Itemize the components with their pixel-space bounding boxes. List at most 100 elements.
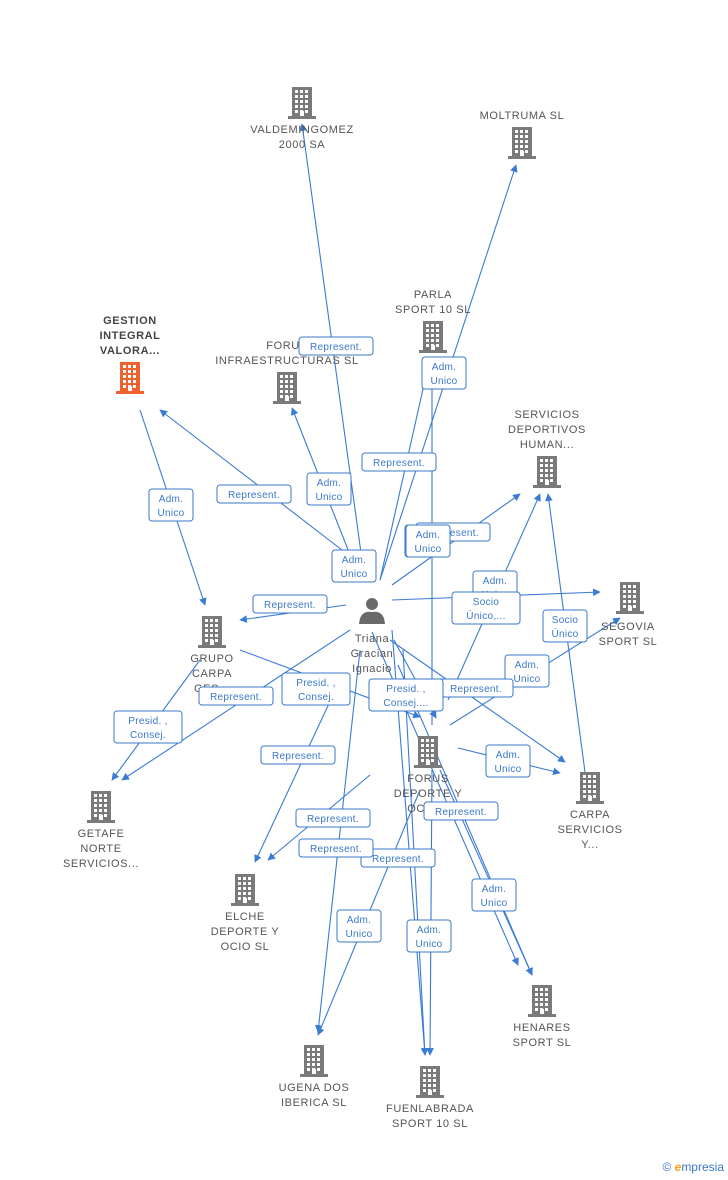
relation-label[interactable]: Represent.: [438, 678, 514, 698]
relation-label-line: Unico: [494, 764, 521, 775]
person-label-line: Gracian: [351, 648, 394, 660]
relation-label-line: Represent.: [450, 684, 502, 695]
relation-label[interactable]: Adm. Unico: [406, 919, 452, 953]
relation-label-line: Consej.: [130, 730, 166, 741]
relation-label[interactable]: Represent.: [260, 745, 336, 765]
company-node-grupo-carpa[interactable]: GRUPOCARPAGES...: [190, 616, 233, 695]
company-node-carpa-servicios[interactable]: CARPASERVICIOSY...: [557, 772, 622, 851]
building-icon: [87, 791, 115, 823]
relation-label[interactable]: Adm.Unico: [336, 909, 382, 943]
company-label-line: IBERICA SL: [281, 1097, 347, 1109]
relation-label-line: Único: [551, 627, 578, 640]
company-label-line: MOLTRUMA SL: [480, 110, 565, 122]
relation-label-line: Adm.: [432, 362, 457, 373]
company-label-line: HUMAN...: [520, 439, 574, 451]
relation-label[interactable]: Represent.: [298, 336, 374, 356]
company-label-line: UGENA DOS: [279, 1082, 350, 1094]
relation-label-line: Presid. ,: [128, 716, 167, 727]
company-label-line: VALDEMINGOMEZ: [250, 124, 354, 136]
relation-label-line: Represent.: [427, 528, 479, 539]
company-label-line: FUENLABRADA: [386, 1103, 474, 1115]
building-icon: [414, 736, 442, 768]
company-label-line: SEGOVIA: [601, 621, 655, 633]
relation-label-line: Unico: [340, 569, 367, 580]
relation-label-line: Adm.: [483, 576, 508, 587]
relation-label[interactable]: Adm. Unico: [331, 549, 377, 583]
relation-label-line: Adm.: [482, 884, 507, 895]
relation-label[interactable]: Represent.: [360, 848, 436, 868]
relation-label[interactable]: Represent.: [216, 484, 292, 504]
relation-label[interactable]: Adm.Unico: [148, 488, 194, 522]
relation-label-line: Adm.: [416, 530, 441, 541]
company-label-line: PARLA: [414, 289, 452, 301]
company-node-gestion[interactable]: GESTIONINTEGRALVALORA...: [99, 315, 160, 394]
building-icon: [616, 582, 644, 614]
company-node-fuenlabrada[interactable]: FUENLABRADA SPORT 10 SL: [386, 1066, 474, 1130]
company-label-line: SPORT 10 SL: [395, 304, 471, 316]
relation-label-line: Unico: [480, 898, 507, 909]
company-label-line: FORUS: [407, 773, 449, 785]
company-node-moltruma[interactable]: MOLTRUMA SL: [480, 110, 565, 159]
relation-label[interactable]: Adm.Unico: [421, 356, 467, 390]
relation-label-line: Adm.: [417, 925, 442, 936]
relation-label-line: Adm.: [342, 555, 367, 566]
company-label-line: OCIO SL: [221, 941, 270, 953]
relation-label-line: Represent.: [264, 600, 316, 611]
company-node-valdemingomez[interactable]: VALDEMINGOMEZ 2000 SA: [250, 87, 354, 151]
brand-logo-initial: e: [674, 1160, 682, 1174]
relation-label[interactable]: Presid. , Consej.: [281, 672, 351, 706]
relation-label-line: Unico: [415, 939, 442, 950]
relation-label[interactable]: Adm.Unico: [306, 472, 352, 506]
relation-label[interactable]: SocioÚnico,...: [451, 591, 521, 625]
building-icon: [528, 985, 556, 1017]
building-icon: [508, 127, 536, 159]
building-icon: [300, 1045, 328, 1077]
company-label-line: 2000 SA: [279, 139, 325, 151]
relation-label-line: Consej.: [298, 692, 334, 703]
relation-label[interactable]: Adm.Unico: [405, 524, 451, 558]
relation-label[interactable]: Represent.: [198, 686, 274, 706]
company-label-line: SERVICIOS...: [63, 858, 139, 870]
relation-label[interactable]: Adm.Unico: [504, 654, 550, 688]
company-label-line: GETAFE: [78, 828, 125, 840]
relation-label[interactable]: Presid. ,Consej....: [368, 678, 444, 712]
relation-label[interactable]: Represent.: [361, 452, 437, 472]
company-label-line: GRUPO: [190, 653, 233, 665]
brand-logo-text: mpresia: [681, 1160, 724, 1174]
company-node-getafe[interactable]: GETAFENORTESERVICIOS...: [63, 791, 139, 870]
company-node-ugena[interactable]: UGENA DOS IBERICA SL: [279, 1045, 350, 1109]
relation-label[interactable]: Adm. Unico: [471, 878, 517, 912]
relation-label[interactable]: Represent.: [423, 801, 499, 821]
edge-labels-layer: Represent.Represent.Adm.UnicoRepresent.A…: [113, 336, 588, 953]
relation-label-line: Presid. ,: [296, 678, 335, 689]
relation-label[interactable]: Represent.: [298, 838, 374, 858]
brand-footer: © empresia: [662, 1160, 724, 1174]
relation-label-line: Adm.: [159, 494, 184, 505]
relation-label-line: Unico: [345, 929, 372, 940]
relation-label[interactable]: Represent.: [295, 808, 371, 828]
building-icon: [273, 372, 301, 404]
relation-edge: [254, 679, 341, 863]
relation-label[interactable]: Presid. , Consej.: [113, 710, 183, 744]
company-node-parla[interactable]: PARLA SPORT 10 SL: [395, 289, 471, 353]
relation-label-line: Represent.: [310, 342, 362, 353]
relation-label-line: Presid. ,: [386, 684, 425, 695]
company-label-line: ELCHE: [225, 911, 265, 923]
company-label-line: VALORA...: [100, 345, 160, 357]
company-label-line: Y...: [581, 839, 599, 851]
company-label-line: INFRAESTRUCTURAS SL: [215, 355, 358, 367]
building-icon: [198, 616, 226, 648]
relation-label-line: Represent.: [210, 692, 262, 703]
relation-label[interactable]: Represent.: [252, 594, 328, 614]
company-node-servicios[interactable]: SERVICIOSDEPORTIVOSHUMAN...: [508, 409, 586, 488]
company-label-line: SPORT 10 SL: [392, 1118, 468, 1130]
relation-label[interactable]: Adm.Unico: [485, 744, 531, 778]
